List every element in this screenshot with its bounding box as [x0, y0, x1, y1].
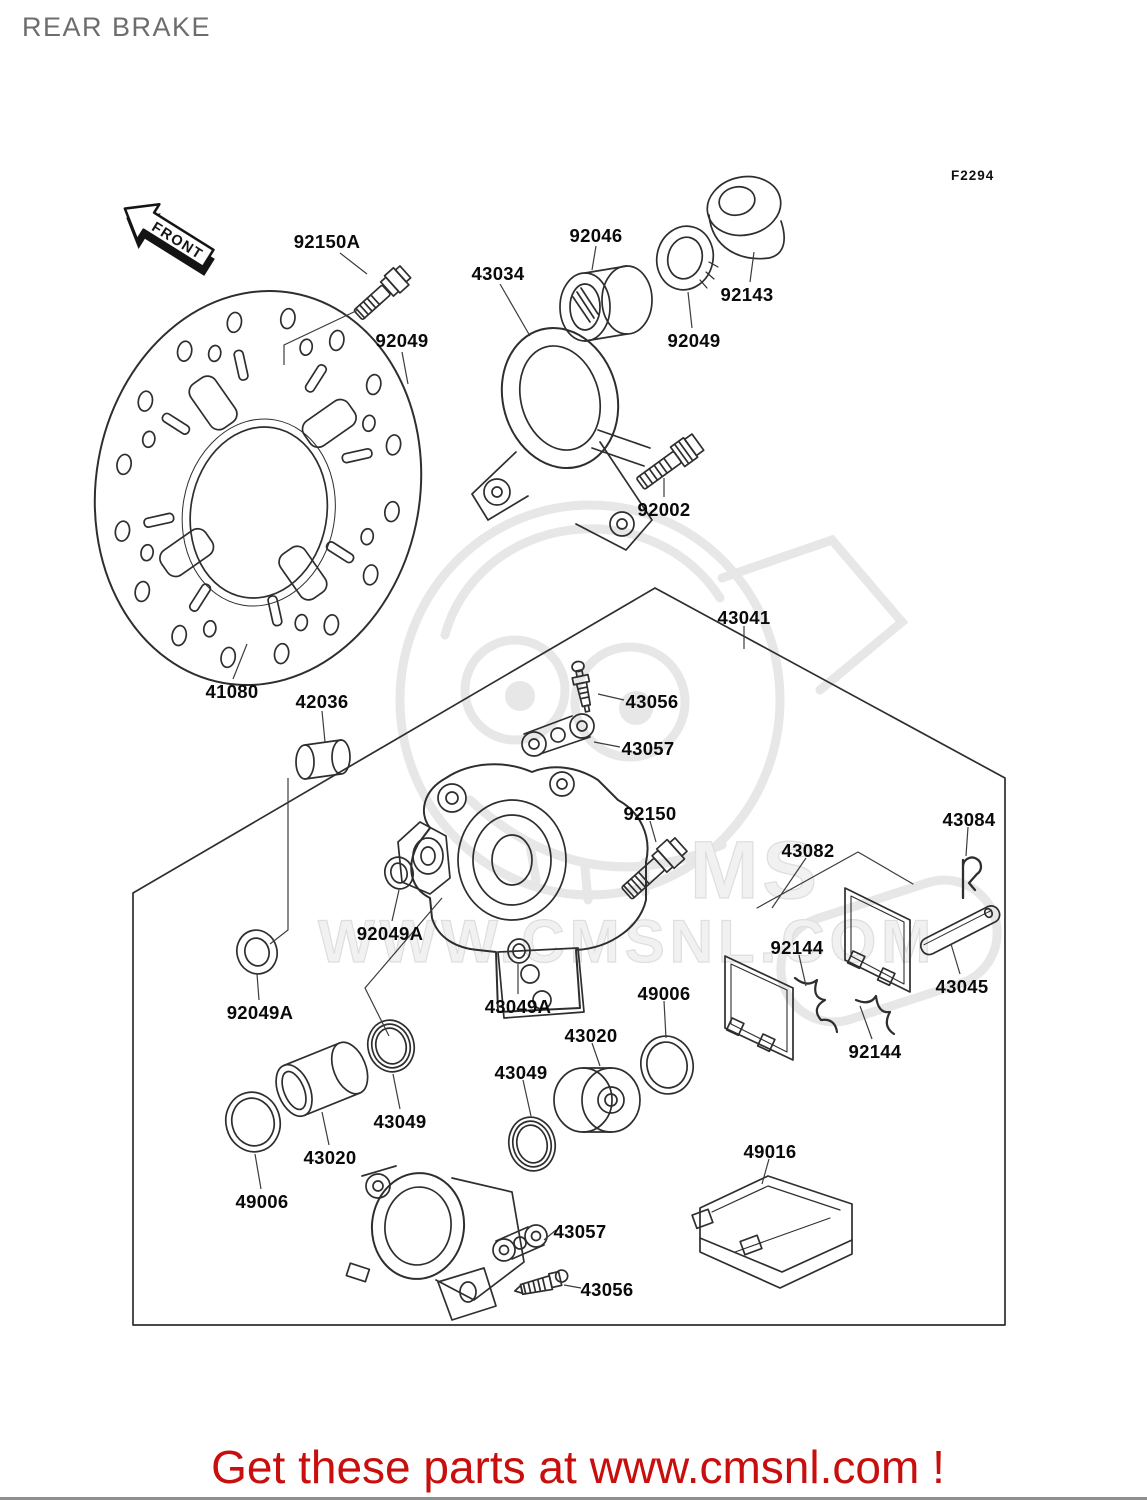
part-label-43020-2: 43020 [303, 1147, 357, 1168]
bracket-43034 [471, 326, 653, 551]
part-label-43020-1: 43020 [564, 1025, 618, 1046]
seal-92049a-center [384, 856, 414, 890]
part-label-43049-1: 43049 [494, 1062, 548, 1083]
pad-spring-92144-a [793, 976, 839, 1034]
part-label-43057-2: 43057 [553, 1221, 607, 1242]
part-label-92144-1: 92144 [770, 937, 824, 958]
bottom-edge-strip [0, 1497, 1147, 1500]
watermark-letters: MS [690, 825, 821, 916]
part-label-42036: 42036 [295, 691, 349, 712]
part-label-43056-2: 43056 [580, 1279, 634, 1300]
watermark-url: WWW.CMSNL.COM [318, 908, 936, 975]
part-label-49006-2: 49006 [235, 1191, 289, 1212]
bearing-92046 [559, 265, 653, 342]
seal-43049-left [366, 1019, 416, 1073]
pad-pin-43045 [919, 905, 1001, 956]
seal-43049a [507, 938, 531, 964]
bushing-42036 [295, 739, 351, 780]
part-label-43034: 43034 [471, 263, 525, 284]
part-label-43049-2: 43049 [373, 1111, 427, 1132]
brake-pads-43082 [724, 851, 914, 1061]
bleed-valve-43056-bottom [513, 1269, 569, 1296]
ring-49006-right [640, 1035, 694, 1095]
anti-rattle-clip-49016 [691, 1175, 853, 1289]
bolt-92150 [621, 837, 688, 900]
part-label-92049a-1: 92049A [226, 1002, 294, 1023]
cms-watermark: MS WWW.CMSNL.COM [317, 500, 1002, 1027]
piston-43020-right [553, 1067, 641, 1133]
ring-49006-left [224, 1091, 282, 1153]
brake-disc-41080 [93, 289, 423, 687]
cotter-pin-43084 [961, 856, 983, 900]
part-label-92150a: 92150A [293, 231, 361, 252]
part-label-43057-1: 43057 [621, 738, 675, 759]
part-label-43082: 43082 [781, 840, 835, 861]
bolt-92002 [636, 433, 705, 490]
part-label-92049-1: 92049 [375, 330, 429, 351]
part-label-92049a-2: 92049A [356, 923, 424, 944]
mascot-eye [619, 691, 653, 725]
part-label-49006-1: 49006 [637, 983, 691, 1004]
part-label-43084: 43084 [942, 809, 996, 830]
leader-lines [232, 245, 969, 1289]
bleed-valve-43056-top [571, 660, 592, 713]
link-43057-bottom [492, 1224, 548, 1262]
part-label-92046: 92046 [569, 225, 623, 246]
part-label-92144-2: 92144 [848, 1041, 902, 1062]
part-label-49016: 49016 [743, 1141, 797, 1162]
part-label-43045: 43045 [935, 976, 989, 997]
mascot-eye [505, 681, 535, 711]
part-label-92143: 92143 [720, 284, 774, 305]
piston-43020-left [275, 1041, 369, 1118]
link-43057-top [521, 713, 595, 757]
caliper-half-bottom [345, 1165, 525, 1321]
caliper-assembly-box-43041 [132, 587, 1006, 1326]
page-title: REAR BRAKE [22, 12, 212, 42]
seal-43049-right [507, 1116, 557, 1172]
part-label-92049-2: 92049 [667, 330, 721, 351]
part-label-43049a: 43049A [484, 996, 552, 1017]
figure-code: F2294 [951, 168, 995, 183]
part-label-41080: 41080 [205, 681, 259, 702]
part-label-43056-1: 43056 [625, 691, 679, 712]
seal-92049-right [655, 225, 719, 291]
caliper-body-43041 [397, 763, 649, 1019]
pad-spring-92144-b [854, 994, 896, 1036]
part-label-43041: 43041 [717, 607, 771, 628]
collar-92143 [706, 175, 785, 260]
part-label-92150: 92150 [623, 803, 677, 824]
part-label-92002: 92002 [637, 499, 691, 520]
footer-promo-text: Get these parts at www.cmsnl.com ! [211, 1441, 945, 1493]
bolt-92150a [353, 265, 412, 320]
front-arrow: FRONT [123, 202, 215, 276]
seal-92049a-left [236, 929, 278, 975]
